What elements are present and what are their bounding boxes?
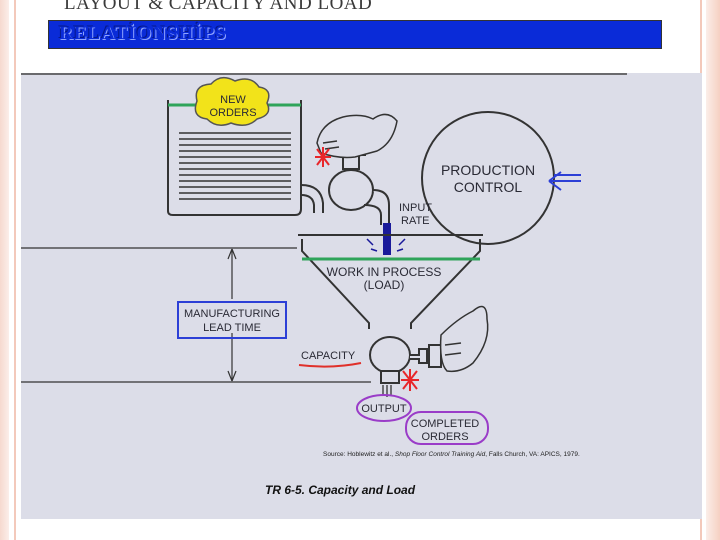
left-edge-stripe [0,0,9,540]
slide-title-line2: RELATİONSHİPS [59,23,227,45]
slide-title-bar: RELATİONSHİPS [48,20,662,49]
source-citation: Source: Hoblewitz et al., Shop Floor Con… [323,451,580,458]
slide-title-line1: LAYOUT & CAPACITY AND LOAD [64,0,372,15]
capacity-underline [299,363,361,367]
mlt-label-1: MANUFACTURING [184,308,280,320]
right-edge-stripe [706,0,720,540]
hand-input-valve [317,114,397,157]
input-rate-label-2: RATE [401,215,430,227]
output-callout: OUTPUT [357,395,411,421]
production-control-label-1: PRODUCTION [441,162,535,178]
figure-caption: TR 6-5. Capacity and Load [265,483,416,497]
capacity-label: CAPACITY [301,350,356,362]
capacity-valve [370,337,441,383]
wip-label: WORK IN PROCESS (LOAD) [327,265,442,292]
hand-capacity-valve [441,307,488,372]
new-orders-label-2: ORDERS [209,107,256,119]
completed-orders-label-1: COMPLETED [411,418,480,430]
tank-lines [179,133,291,199]
capacity-star-icon [401,369,419,391]
completed-orders-callout: COMPLETED ORDERS [406,412,488,444]
input-valve-pipe [301,148,389,225]
new-orders-callout: NEW ORDERS [195,78,268,126]
production-control-circle: PRODUCTION CONTROL [422,112,554,244]
mlt-label-2: LEAD TIME [203,322,261,334]
capacity-load-figure: NEW ORDERS PRODUCTION CONTROL [21,73,702,519]
input-rate-label: INPUT RATE [399,202,432,227]
completed-orders-label-2: ORDERS [421,431,468,443]
wip-label-2: (LOAD) [364,278,405,292]
capacity-load-diagram: NEW ORDERS PRODUCTION CONTROL [21,73,702,519]
input-flow-stream [383,223,391,255]
wip-label-1: WORK IN PROCESS [327,265,442,279]
output-label: OUTPUT [361,403,407,415]
new-orders-label-1: NEW [220,94,246,106]
manufacturing-lead-time-callout: MANUFACTURING LEAD TIME [178,302,286,338]
input-star-icon [315,147,331,167]
left-edge-line [14,0,16,540]
production-control-label-2: CONTROL [454,179,523,195]
input-rate-label-1: INPUT [399,202,432,214]
